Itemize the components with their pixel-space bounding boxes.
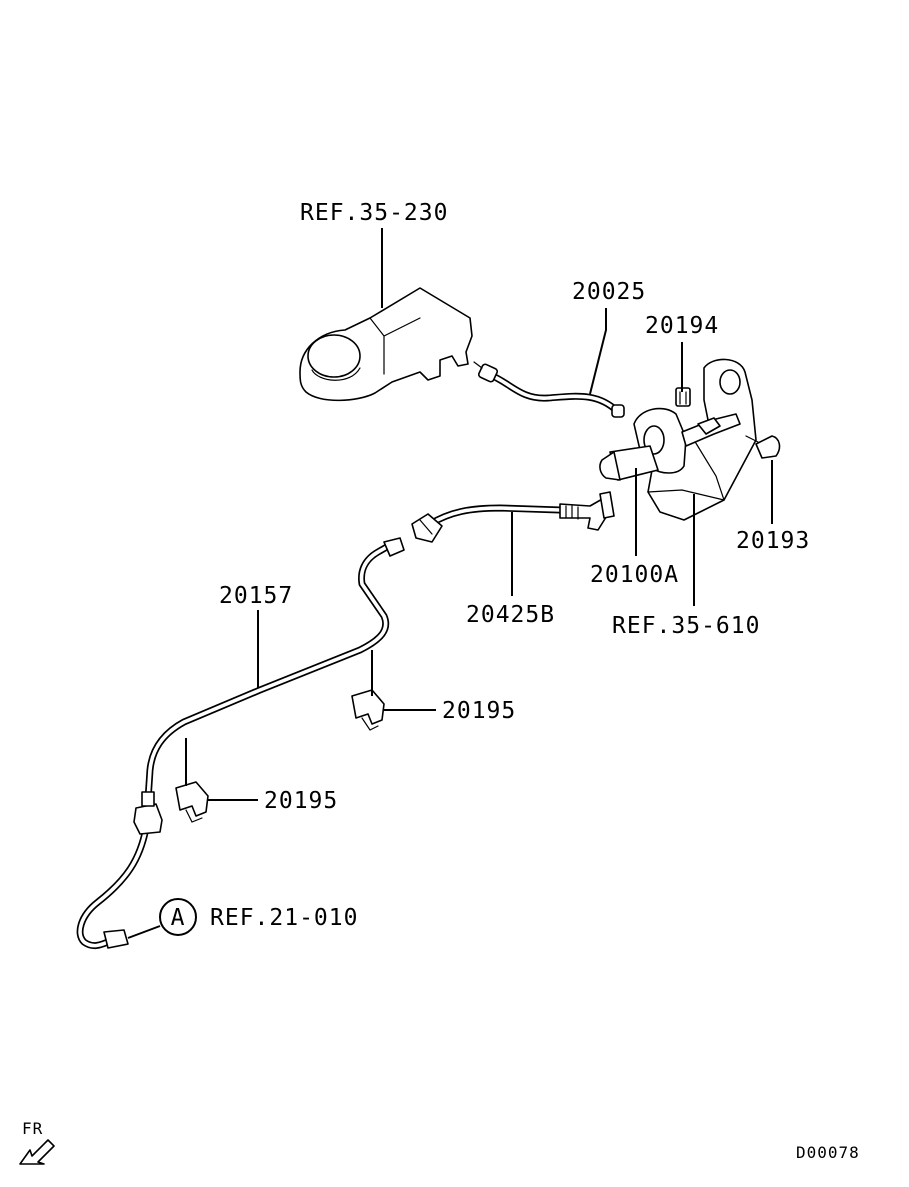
label-ref-35-610: REF.35-610: [612, 613, 760, 639]
clutch-pipe-20157: [76, 537, 405, 950]
front-direction-indicator: FR: [19, 1119, 55, 1165]
clutch-master-cylinder-20100a: [599, 358, 781, 521]
pipe-clip-20195-upper: [351, 689, 385, 731]
label-ref-21-010: REF.21-010: [210, 905, 358, 931]
label-20195-upper: 20195: [442, 698, 516, 724]
label-20195-lower: 20195: [264, 788, 338, 814]
label-20025: 20025: [572, 279, 646, 305]
leader-lines: [127, 228, 773, 939]
label-20157: 20157: [219, 583, 293, 609]
circle-a-letter: A: [171, 905, 186, 931]
clutch-hose-20425b: [411, 491, 615, 543]
reference-a-marker: A: [159, 898, 197, 936]
brake-fluid-reservoir: [299, 287, 473, 402]
reservoir-hose-20025: [473, 361, 625, 418]
label-ref-35-230: REF.35-230: [300, 200, 448, 226]
label-20194: 20194: [645, 313, 719, 339]
label-20193: 20193: [736, 528, 810, 554]
diagram-code: D00078: [796, 1143, 860, 1162]
label-20100a: 20100A: [590, 562, 679, 588]
pipe-clip-20195-lower: [175, 781, 209, 823]
front-arrow-icon: [19, 1139, 55, 1165]
label-20425b: 20425B: [466, 602, 555, 628]
front-direction-label: FR: [22, 1119, 43, 1138]
